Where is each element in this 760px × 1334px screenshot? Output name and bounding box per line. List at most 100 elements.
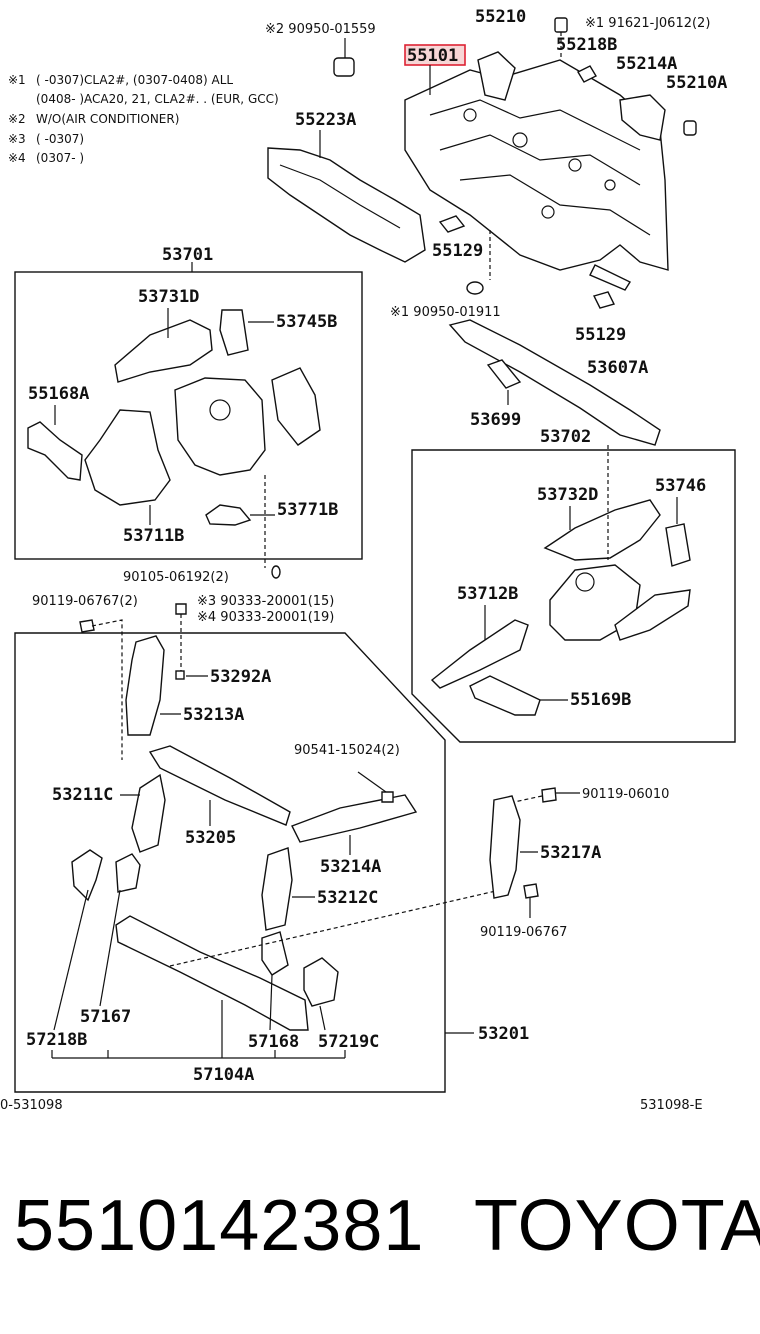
part-53712b[interactable] [430, 619, 529, 689]
part-57168[interactable] [261, 931, 289, 976]
part-55129-b[interactable] [592, 291, 616, 309]
part-apron-right-bracket[interactable] [614, 589, 691, 641]
part-apron-center[interactable] [174, 377, 266, 476]
label-90950-01911: ※1 90950-01911 [390, 305, 501, 320]
note-3-mark: ※3 [8, 132, 26, 146]
part-53213a[interactable] [125, 635, 165, 736]
nut-90333[interactable] [175, 603, 187, 615]
label-53213a: 53213A [183, 705, 244, 725]
part-55169b[interactable] [469, 675, 541, 716]
part-57104a[interactable] [115, 915, 309, 1031]
note-4-mark: ※4 [8, 151, 26, 165]
label-53732d: 53732D [537, 485, 598, 505]
label-90119-06010: 90119-06010 [582, 787, 669, 802]
label-55168a: 55168A [28, 384, 89, 404]
part-55214a[interactable] [619, 94, 666, 141]
part-53732d[interactable] [543, 499, 661, 561]
label-57104a: 57104A [193, 1065, 254, 1085]
footnotes: ※1 ( -0307)CLA2#, (0307-0408) ALL (0408-… [8, 73, 279, 165]
label-55169b: 55169B [570, 690, 631, 710]
part-57219c[interactable] [303, 957, 339, 1007]
part-53711b[interactable] [84, 409, 171, 506]
label-55129-b: 55129 [575, 325, 626, 345]
part-53292a[interactable] [175, 670, 185, 680]
label-53712b: 53712B [457, 584, 518, 604]
part-53205[interactable] [148, 745, 291, 826]
dash-panel-assembly [267, 17, 697, 309]
part-55210[interactable] [477, 51, 516, 101]
bolt-90119-06010[interactable] [541, 787, 557, 803]
part-55129-a[interactable] [438, 215, 466, 233]
part-55168a[interactable] [27, 421, 83, 481]
label-91621: ※1 91621-J0612(2) [585, 16, 710, 31]
label-53205: 53205 [185, 828, 236, 848]
part-53746[interactable] [665, 523, 691, 567]
label-90541-15024: 90541-15024(2) [294, 743, 400, 758]
label-55214a: 55214A [616, 54, 677, 74]
label-55210: 55210 [475, 7, 526, 27]
label-53699: 53699 [470, 410, 521, 430]
part-53745b[interactable] [219, 309, 249, 356]
bolt-91621[interactable] [554, 17, 568, 33]
dash-panel-part[interactable] [404, 59, 669, 271]
note-2-mark: ※2 [8, 112, 26, 126]
part-53699[interactable] [486, 359, 522, 389]
part-55218b[interactable] [577, 65, 597, 83]
ref-right: 531098-E [640, 1098, 703, 1113]
label-57218b: 57218B [26, 1030, 87, 1050]
note-1-mark: ※1 [8, 73, 26, 87]
note-3-text: ( -0307) [36, 132, 84, 146]
label-55223a: 55223A [295, 110, 356, 130]
note-2-text: W/O(AIR CONDITIONER) [36, 112, 179, 126]
label-90105-06192: 90105-06192(2) [123, 570, 229, 585]
part-apron-bracket[interactable] [271, 367, 321, 446]
part-53212c[interactable] [261, 847, 293, 931]
grommet-90950-01559[interactable] [333, 57, 355, 77]
label-53746: 53746 [655, 476, 706, 496]
note-4-text: (0307- ) [36, 151, 84, 165]
label-55218b: 55218B [556, 35, 617, 55]
label-53702: 53702 [540, 427, 591, 447]
label-55210a: 55210A [666, 73, 727, 93]
box-53701-labels: 53701 53731D 53745B 55168A 53711B 53771B [28, 245, 338, 546]
label-57219c: 57219C [318, 1032, 379, 1052]
part-55101-highlight[interactable] [404, 44, 466, 66]
label-53212c: 53212C [317, 888, 378, 908]
label-57168: 57168 [248, 1032, 299, 1052]
part-53771b[interactable] [205, 504, 252, 526]
part-number-caption: 5510142381 [14, 1186, 425, 1266]
grommet-90950-01911[interactable] [466, 281, 484, 295]
bolt-90119-06767-left[interactable] [79, 619, 95, 633]
label-53217a: 53217A [540, 843, 601, 863]
part-57167[interactable] [115, 853, 141, 893]
label-53701: 53701 [162, 245, 213, 265]
part-55223a[interactable] [267, 147, 426, 263]
top-labels: 55210 ※1 91621-J0612(2) ※2 90950-01559 5… [265, 7, 727, 345]
group-53701 [14, 262, 363, 560]
part-53607a[interactable] [448, 319, 661, 446]
label-53771b: 53771B [277, 500, 338, 520]
part-57218b[interactable] [71, 849, 103, 902]
bolt-90119-06767[interactable] [523, 883, 539, 899]
part-53214a[interactable] [291, 794, 418, 843]
label-90333-b: ※4 90333-20001(19) [197, 610, 334, 625]
group-53702 [411, 319, 736, 743]
label-55101: 55101 [407, 46, 458, 66]
label-53731d: 53731D [138, 287, 199, 307]
parts-diagram: ※1 ( -0307)CLA2#, (0307-0408) ALL (0408-… [0, 7, 736, 1113]
part-53211c[interactable] [131, 773, 166, 853]
label-53201: 53201 [478, 1024, 529, 1044]
part-53217a[interactable] [489, 795, 521, 899]
label-53211c: 53211C [52, 785, 113, 805]
label-55129-a: 55129 [432, 241, 483, 261]
bolt-90541[interactable] [381, 791, 394, 803]
label-90950-01559: ※2 90950-01559 [265, 22, 376, 37]
label-53292a: 53292A [210, 667, 271, 687]
brand-caption: TOYOTA [474, 1186, 760, 1266]
group-53201 [14, 632, 501, 1093]
box-53201-labels: 53292A 53213A 90541-15024(2) 53211C 5320… [26, 667, 529, 1085]
part-55210a[interactable] [683, 120, 697, 136]
label-53745b: 53745B [276, 312, 337, 332]
part-53731d[interactable] [114, 319, 213, 383]
bolt-90105[interactable] [271, 565, 281, 579]
